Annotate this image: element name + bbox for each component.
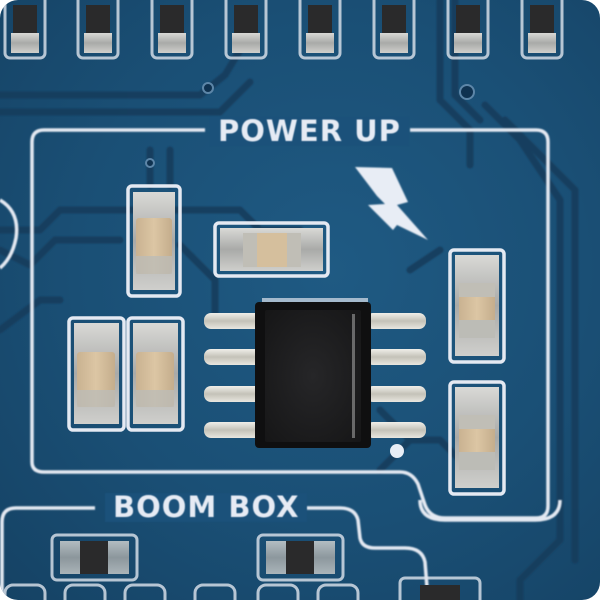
vias [145,82,475,168]
pin1-dot [390,444,404,458]
capacitor-c4 [126,316,185,432]
top-row-components [3,0,564,60]
capacitor-c2 [213,221,330,278]
lightning-bolt-icon [355,167,428,240]
ic-soic8 [204,298,426,448]
capacitor-c5 [448,248,506,364]
section-label-power-up: POWER UP [210,117,409,146]
bottom-row-components [3,533,482,600]
section-label-boom-box: BOOM BOX [105,493,308,522]
silkscreen-outlines [0,128,562,600]
capacitor-c3 [67,316,126,432]
capacitor-c6 [448,380,506,496]
capacitor-c1 [126,184,182,298]
